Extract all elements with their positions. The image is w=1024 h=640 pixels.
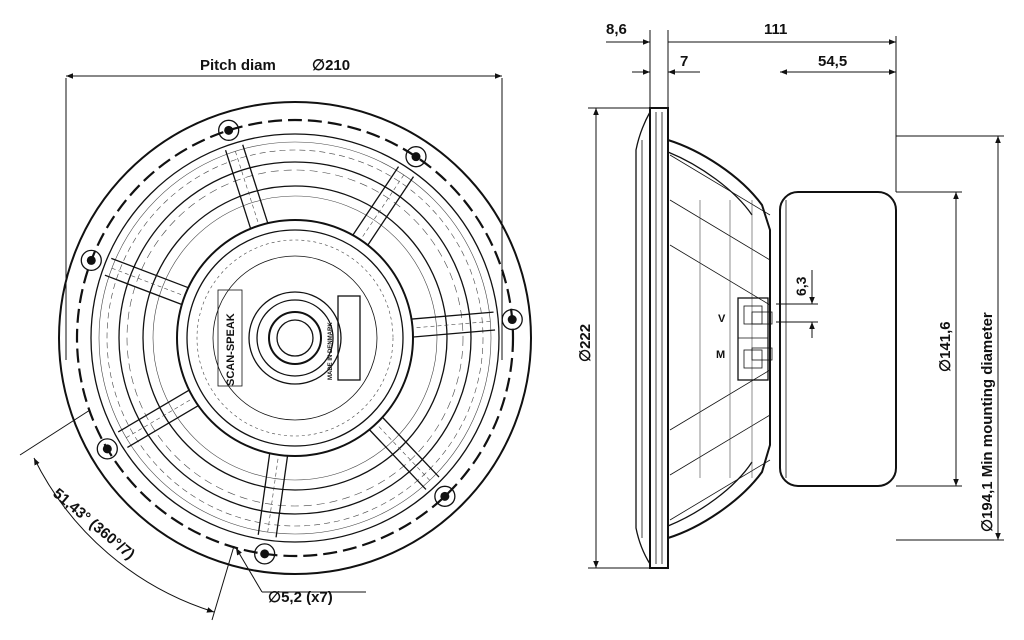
spoke-edge [104,274,182,306]
mounting-tab [434,485,456,507]
basket-outline [667,139,771,539]
mounting-diameter-value: ∅194,1 Min mounting diameter [979,312,996,532]
pole-vent [268,311,322,365]
terminal-block [737,297,769,381]
spoke-centerline [235,151,259,222]
mounting-hole [86,255,96,265]
mounting-hole [440,491,450,501]
basket-ribs [669,154,771,521]
spoke-centerline [267,458,279,533]
mounting-hole [102,444,112,454]
magnet-diameter-dimension: ∅141,6 [896,191,962,487]
basket-rib [669,459,771,521]
mounting-tab [501,308,523,331]
angle-dimension: 51,43° (360°/7) [19,409,235,621]
side-view: V M 8,6 111 7 54,5 ∅222 [577,21,1004,569]
spoke-centerline [111,267,182,295]
brand-text: SCAN-SPEAK [225,313,237,386]
spoke-centerline [126,399,191,438]
pitch-diameter-dimension: Pitch diam ∅210 [65,57,503,360]
mounting-tab [405,146,427,168]
spoke-edge [257,453,271,535]
pitch-diameter-label: Pitch diam [200,57,276,74]
spoke-edge [224,150,252,229]
frame-inner-ring [90,133,500,543]
spoke-edge [413,329,496,338]
flange-dimension: 8,6 [606,21,627,38]
magnet-text: MADE IN DENMARK [328,322,334,380]
basket-rib [669,199,771,261]
frame-outer-edge [58,101,532,575]
magnet-depth-dimension: 54,5 [818,53,847,70]
basket-rib [669,414,771,476]
svg-text:M: M [716,349,725,361]
pitch-circle [75,118,515,558]
mounting-tab [254,543,276,565]
top-dimensions: 8,6 111 7 54,5 [606,21,897,192]
outer-diameter-value: ∅222 [577,324,594,362]
pitch-diameter-value: ∅210 [312,57,350,74]
brand-label-plate [217,289,243,387]
mounting-hole [260,549,270,559]
total-depth-dimension: 111 [764,21,787,38]
hole-label: ∅5,2 (x7) [268,589,333,606]
magnet-diameter-value: ∅141,6 [937,321,954,372]
terminal-value: 6,3 [793,276,809,296]
spoke-edge [367,176,415,246]
mounting-flange [649,107,669,569]
svg-text:V: V [718,313,726,325]
spoke-edge [369,429,427,490]
spoke-centerline [378,426,430,481]
mounting-hole [224,125,234,135]
spoke-centerline [416,321,491,328]
basket-rib [669,244,771,306]
spoke-edge [242,144,269,224]
magnet-body [779,191,897,487]
magnet-label-plate [337,295,361,381]
spoke-edge [275,456,289,538]
mounting-hole [507,315,517,325]
mounting-tab [218,119,240,141]
spoke-centerline [362,174,405,237]
terminal-dimension: 6,3 [776,270,818,338]
basket-rib [669,369,771,431]
spoke-edge [111,257,189,289]
mounting-holes [80,119,523,565]
surround-profile [635,111,651,565]
surround-outer [118,161,472,515]
outer-diameter-dimension: ∅222 [577,107,650,569]
spoke-edge [411,311,494,320]
spoke-edge [127,405,199,449]
cone-edge [142,185,448,491]
frame-spokes [104,144,496,538]
gasket-dimension: 7 [680,53,688,70]
mounting-diameter-dimension: ∅194,1 Min mounting diameter [896,135,1004,541]
angle-label: 51,43° (360°/7) [49,485,137,563]
spoke-edge [382,417,440,478]
basket-rib [669,154,771,216]
pole-outer [248,291,342,385]
front-view: Pitch diam ∅210 SCAN-SPEAK MADE IN DENMA… [19,57,532,621]
hole-callout: ∅5,2 (x7) [235,547,366,606]
magnet-outer-ring [176,219,414,457]
spoke-edge [352,166,400,236]
spoke-edge [117,389,190,433]
mounting-hole [411,152,421,162]
mounting-tab [80,249,102,272]
